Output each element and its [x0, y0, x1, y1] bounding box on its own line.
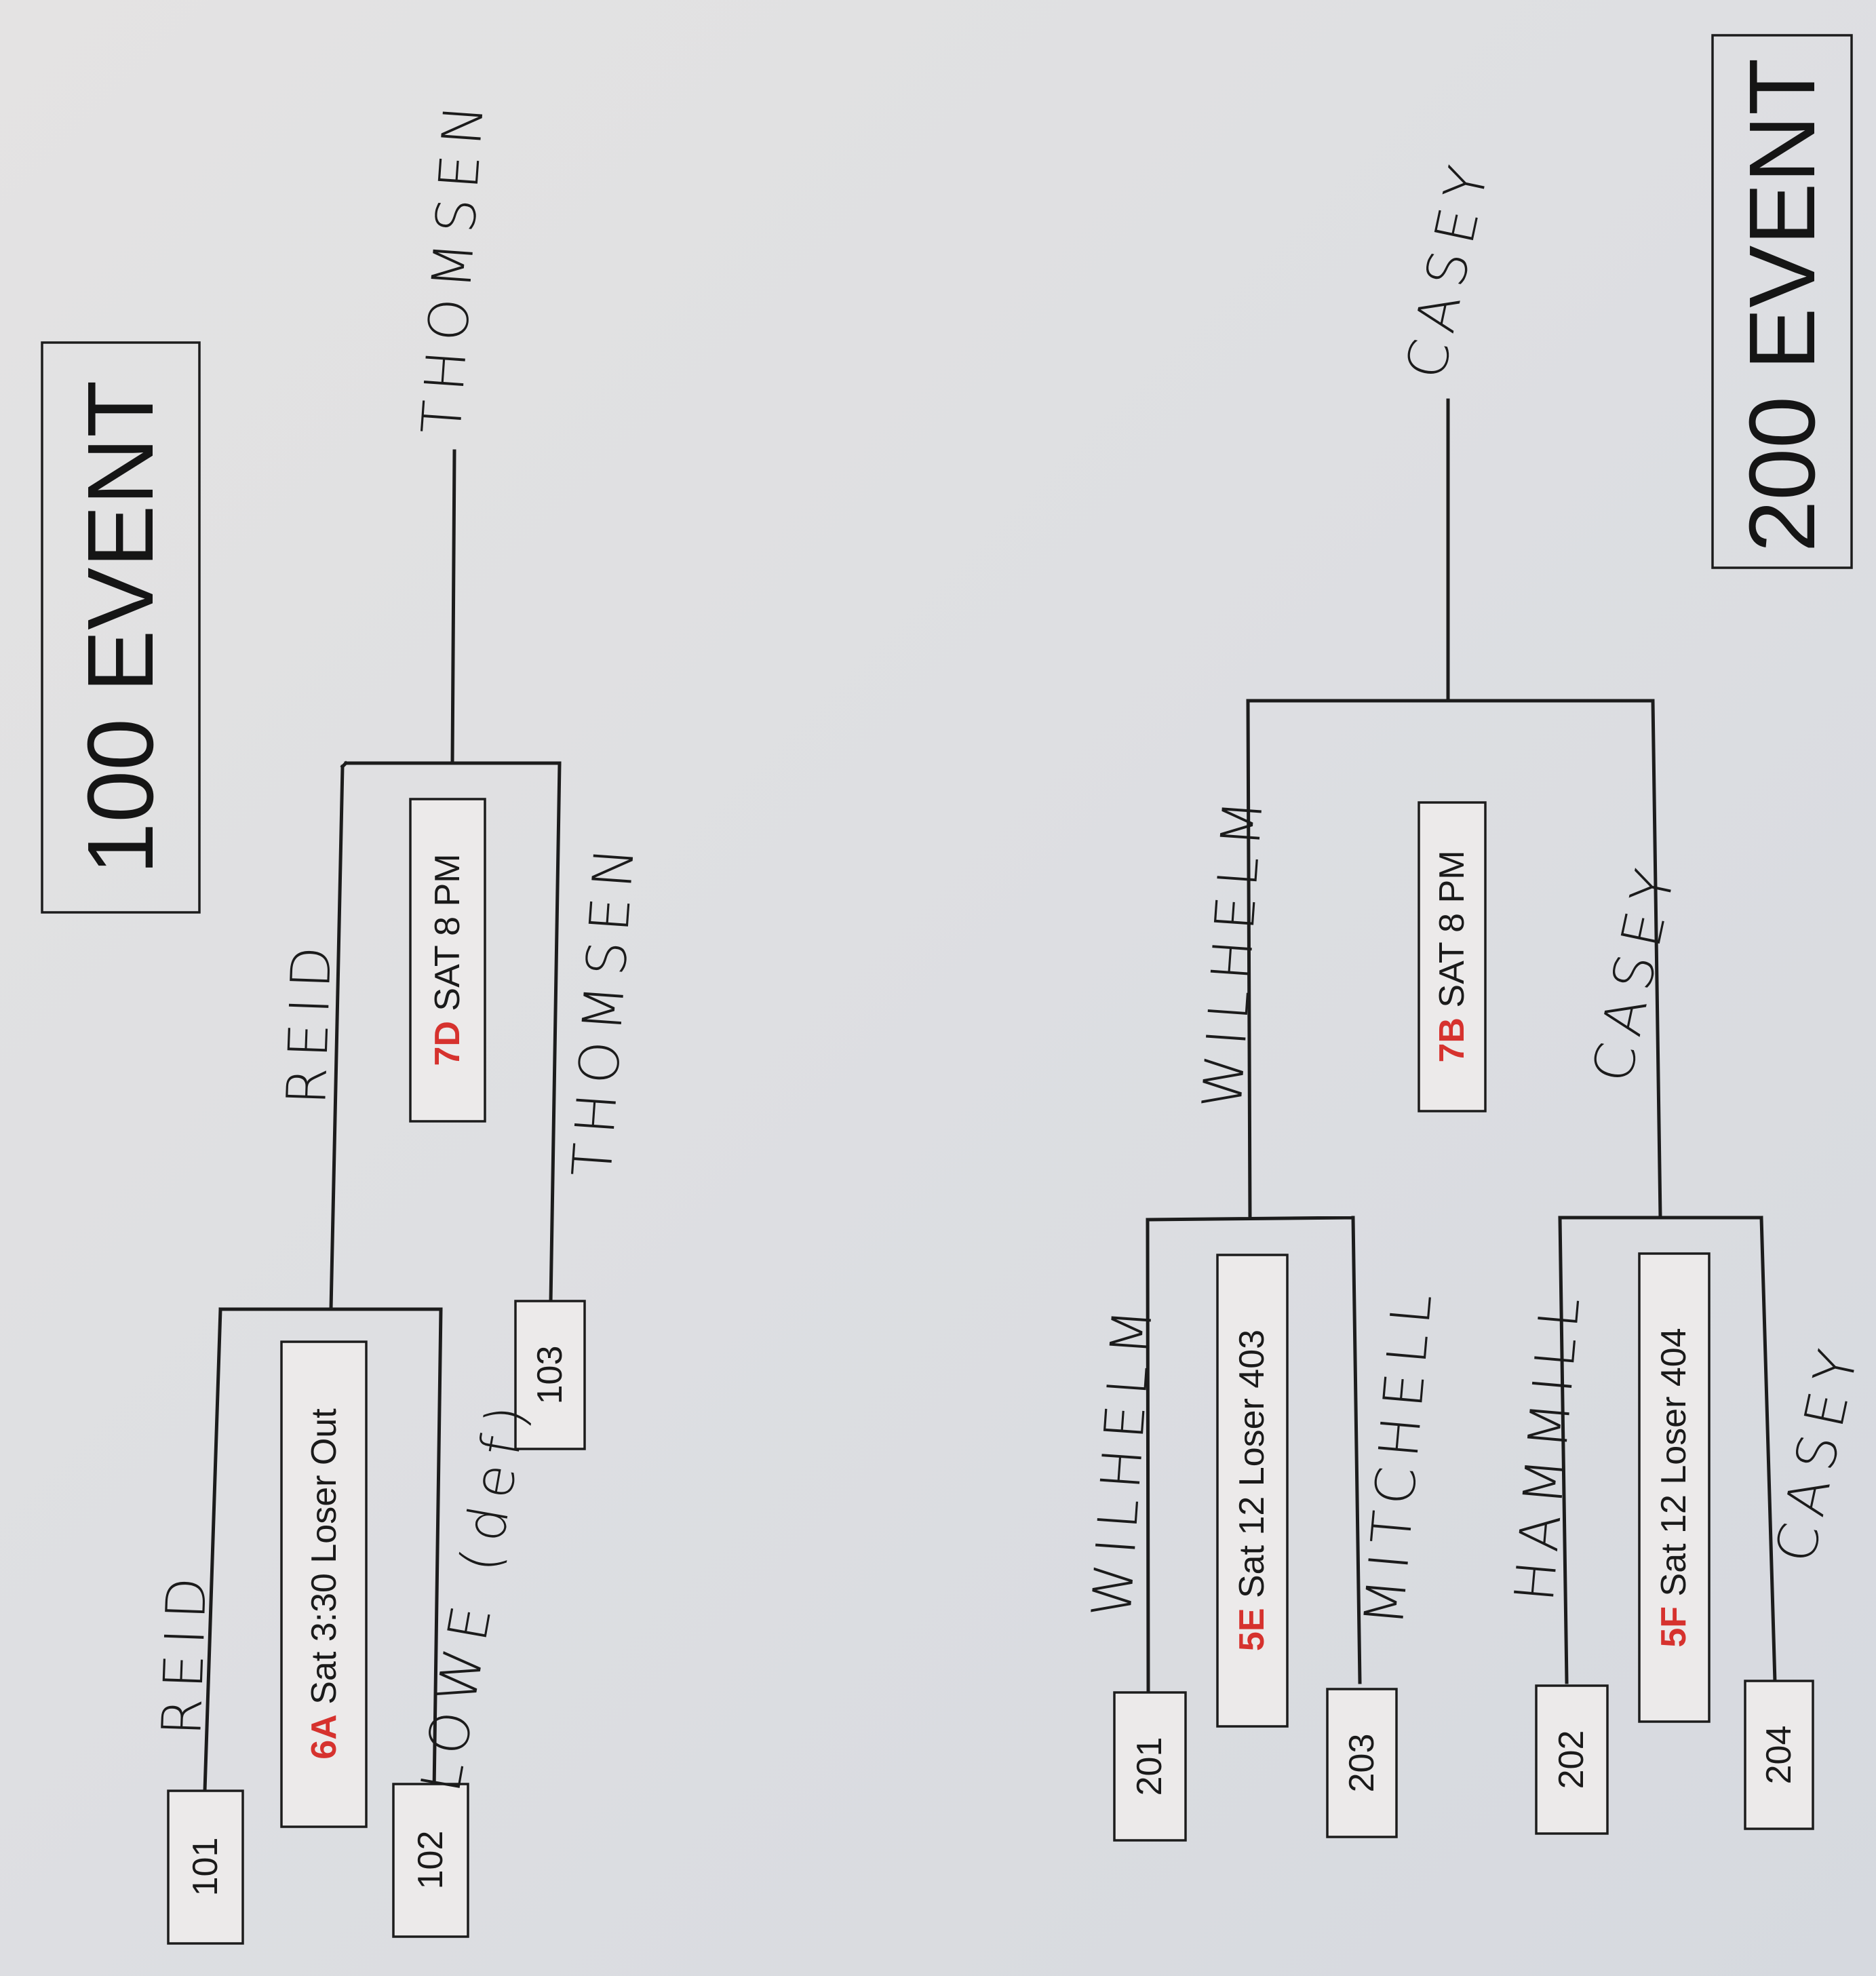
game-label-7B: 7B SAT 8 PM — [1432, 850, 1472, 1062]
seed-box-203 — [1326, 1688, 1398, 1838]
handwritten-name-seed-102: LOWE (def) — [409, 1391, 541, 1797]
game-label-6A: 6A Sat 3:30 Loser Out — [305, 1408, 344, 1760]
seed-number-201: 201 — [1130, 1737, 1169, 1796]
handwritten-name-seed-202: HAMMILL — [1502, 1285, 1592, 1604]
seed-number-204: 204 — [1759, 1726, 1799, 1785]
event-100-bracket: 100 EVENT 101 102 103 6A Sat 3:30 Loser … — [41, 93, 647, 1945]
seed-box-103 — [514, 1300, 586, 1450]
event-100-title: 100 EVENT — [69, 381, 173, 875]
event-200-bracket: 200 EVENT 201 203 202 204 5E Sat 12 Lose… — [1080, 34, 1872, 1842]
seed-box-201 — [1113, 1691, 1187, 1842]
event-200-title: 200 EVENT — [1730, 58, 1835, 553]
handwritten-name-semi-top: REID — [275, 936, 344, 1106]
handwritten-name-semi-top: WILHELM — [1190, 789, 1276, 1111]
handwritten-name-winner: THOMSEN — [410, 93, 496, 435]
handwritten-name-semi-bottom: THOMSEN — [560, 836, 647, 1178]
game-box-7B — [1418, 801, 1487, 1112]
game-label-5F: 5F Sat 12 Loser 404 — [1654, 1328, 1694, 1647]
game-box-7D — [409, 798, 486, 1123]
handwritten-name-winner: CASEY — [1394, 152, 1502, 385]
handwritten-name-seed-204: CASEY — [1763, 1336, 1872, 1568]
seed-number-101: 101 — [186, 1838, 225, 1897]
game-box-5F — [1638, 1252, 1711, 1723]
event-200-round1-top-bracket — [1146, 699, 1362, 1694]
event-100-final-bracket — [340, 449, 562, 1304]
handwritten-name-semi-bottom: CASEY — [1580, 855, 1689, 1088]
seed-number-203: 203 — [1342, 1734, 1382, 1793]
event-200-title-box — [1711, 34, 1853, 569]
seed-box-102 — [392, 1783, 469, 1938]
game-box-5E — [1216, 1254, 1289, 1728]
seed-box-204 — [1744, 1680, 1814, 1830]
handwritten-name-seed-101: REID — [150, 1567, 219, 1737]
seed-number-102: 102 — [411, 1831, 450, 1890]
seed-number-202: 202 — [1552, 1730, 1591, 1789]
seed-box-101 — [167, 1789, 244, 1945]
seed-box-202 — [1535, 1684, 1609, 1835]
handwritten-name-seed-201: WILHELM — [1080, 1298, 1165, 1620]
game-label-7D: 7D SAT 8 PM — [428, 853, 467, 1066]
event-100-title-box — [41, 341, 201, 914]
game-label-5E: 5E Sat 12 Loser 403 — [1232, 1330, 1272, 1651]
handwritten-name-seed-203: MITCHELL — [1352, 1282, 1445, 1629]
event-100-round1-bracket — [203, 764, 443, 1793]
seed-number-103: 103 — [530, 1346, 570, 1405]
game-box-6A — [280, 1340, 368, 1828]
event-200-final-bracket — [1246, 398, 1654, 703]
event-200-round1-bottom-bracket — [1558, 699, 1777, 1684]
